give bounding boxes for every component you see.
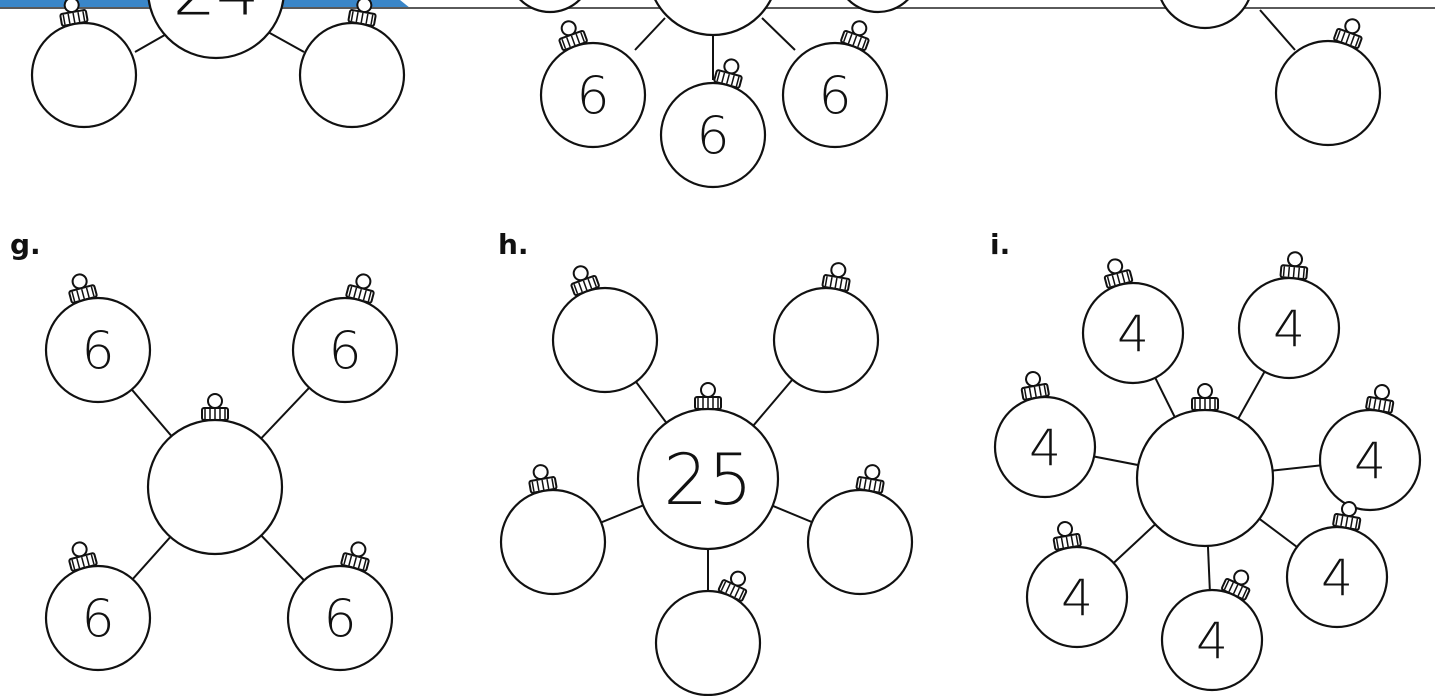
problem-h-part-ornament bbox=[772, 262, 880, 394]
problem-i-part-ornament: 4 bbox=[1318, 384, 1422, 512]
problem-label: i. bbox=[990, 228, 1010, 261]
ornament-cap-icon bbox=[1020, 371, 1050, 401]
problem-h-part-ornament bbox=[654, 570, 762, 696]
problem-i-part-ornament: 4 bbox=[1237, 251, 1341, 380]
ornament-cap-icon bbox=[59, 0, 89, 27]
ornament-ball bbox=[298, 21, 406, 129]
ornament-ball bbox=[1081, 281, 1185, 385]
problem-h-part-ornament bbox=[499, 464, 607, 596]
problem-i-part-ornament: 4 bbox=[1025, 521, 1129, 649]
ornament-value: 4 bbox=[1196, 612, 1228, 670]
ornament-value: 6 bbox=[81, 322, 114, 382]
ornament-cap-icon bbox=[855, 464, 885, 494]
ornament-ball bbox=[44, 564, 152, 672]
ornament-value: 4 bbox=[1321, 549, 1353, 607]
problem-g-part-ornament: 6 bbox=[44, 541, 152, 672]
ornament-value: 6 bbox=[696, 107, 729, 167]
ornament-ball bbox=[636, 407, 780, 551]
ornament-value: 6 bbox=[81, 590, 114, 650]
top-middle-part-ornament: 6 bbox=[781, 20, 889, 149]
ornament-cap-icon bbox=[821, 262, 851, 292]
ornament-cap-icon bbox=[717, 570, 748, 602]
connector-line bbox=[634, 17, 666, 51]
ornament-cap-icon bbox=[570, 265, 600, 297]
problem-h-part-ornament bbox=[806, 464, 914, 596]
ornament-ball bbox=[551, 286, 659, 394]
ornament-cap-icon bbox=[558, 20, 588, 52]
ornament-ball bbox=[146, 418, 284, 556]
problem-i-part-ornament: 4 bbox=[1081, 258, 1185, 385]
top-left-part-ornament bbox=[30, 0, 138, 129]
ornament-cap-icon bbox=[528, 464, 558, 494]
problem-g-center-ornament bbox=[146, 393, 284, 556]
ornament-value: 24 bbox=[173, 0, 260, 31]
ornament-ball bbox=[772, 286, 880, 394]
ornament-value: 6 bbox=[818, 67, 851, 127]
problem-label: h. bbox=[498, 228, 529, 261]
ornament-ball bbox=[806, 488, 914, 596]
ornament-ball bbox=[654, 0, 772, 37]
ornament-ball bbox=[993, 395, 1097, 499]
ornament-ball bbox=[291, 296, 399, 404]
ornament-cap-icon bbox=[1052, 521, 1082, 551]
problem-i-center-ornament bbox=[1135, 383, 1275, 548]
problem-h-part-ornament bbox=[551, 265, 659, 394]
ornament-value: 4 bbox=[1117, 305, 1149, 363]
top-right-part-ornament bbox=[1274, 18, 1382, 147]
top-middle-cropped-ornament bbox=[847, 0, 909, 14]
ornament-ball bbox=[659, 81, 767, 189]
ornament-ball bbox=[147, 0, 285, 60]
ornament-cap-icon bbox=[1365, 384, 1395, 414]
ornament-ball bbox=[1025, 545, 1129, 649]
ornament-ball bbox=[286, 564, 394, 672]
ornament-ball bbox=[1274, 39, 1382, 147]
ornament-ball bbox=[1318, 408, 1422, 512]
ornament-cap-icon bbox=[1191, 383, 1219, 411]
top-middle-part-ornament: 6 bbox=[539, 20, 647, 149]
ornament-value: 25 bbox=[663, 439, 752, 521]
top-middle-part-ornament: 6 bbox=[659, 58, 767, 189]
problem-g-part-ornament: 6 bbox=[286, 541, 394, 672]
problem-i-part-ornament: 4 bbox=[1160, 569, 1264, 692]
top-right-cropped-ornament bbox=[1160, 0, 1250, 30]
ornament-ball bbox=[1237, 276, 1341, 380]
ornament-value: 4 bbox=[1061, 569, 1093, 627]
ornament-cap-icon bbox=[840, 20, 870, 52]
ornament-value: 4 bbox=[1273, 300, 1305, 358]
ornament-value: 6 bbox=[576, 67, 609, 127]
ornament-ball bbox=[44, 296, 152, 404]
ornament-ball bbox=[539, 41, 647, 149]
ornament-value: 4 bbox=[1029, 419, 1061, 477]
ornament-value: 4 bbox=[1354, 432, 1386, 490]
problem-g-part-ornament: 6 bbox=[291, 273, 399, 404]
problem-h-center-ornament: 25 bbox=[636, 382, 780, 551]
problem-i-part-ornament: 4 bbox=[1285, 501, 1389, 629]
ornament-ball bbox=[1285, 525, 1389, 629]
ornament-ball bbox=[30, 21, 138, 129]
problem-g-part-ornament: 6 bbox=[44, 273, 152, 404]
top-left-center-ornament: 24 bbox=[147, 0, 285, 60]
ornament-cap-icon bbox=[201, 393, 229, 421]
ornament-ball bbox=[654, 589, 762, 696]
ornament-ball bbox=[1135, 408, 1275, 548]
ornament-ball bbox=[781, 41, 889, 149]
ornament-cap-icon bbox=[1279, 251, 1309, 281]
ornament-ball bbox=[499, 488, 607, 596]
connector-line bbox=[1259, 9, 1296, 51]
ornament-value: 6 bbox=[328, 322, 361, 382]
connector-line bbox=[267, 31, 305, 53]
problem-i-part-ornament: 4 bbox=[993, 371, 1097, 499]
top-middle-cropped-ornament bbox=[519, 0, 581, 14]
ornament-value: 6 bbox=[323, 590, 356, 650]
connector-line bbox=[761, 17, 796, 51]
problem-label: g. bbox=[10, 228, 41, 261]
ornament-cap-icon bbox=[694, 382, 722, 410]
ornament-ball bbox=[1160, 588, 1264, 692]
top-left-part-ornament bbox=[298, 0, 406, 129]
top-middle-center-ornament bbox=[654, 0, 772, 37]
